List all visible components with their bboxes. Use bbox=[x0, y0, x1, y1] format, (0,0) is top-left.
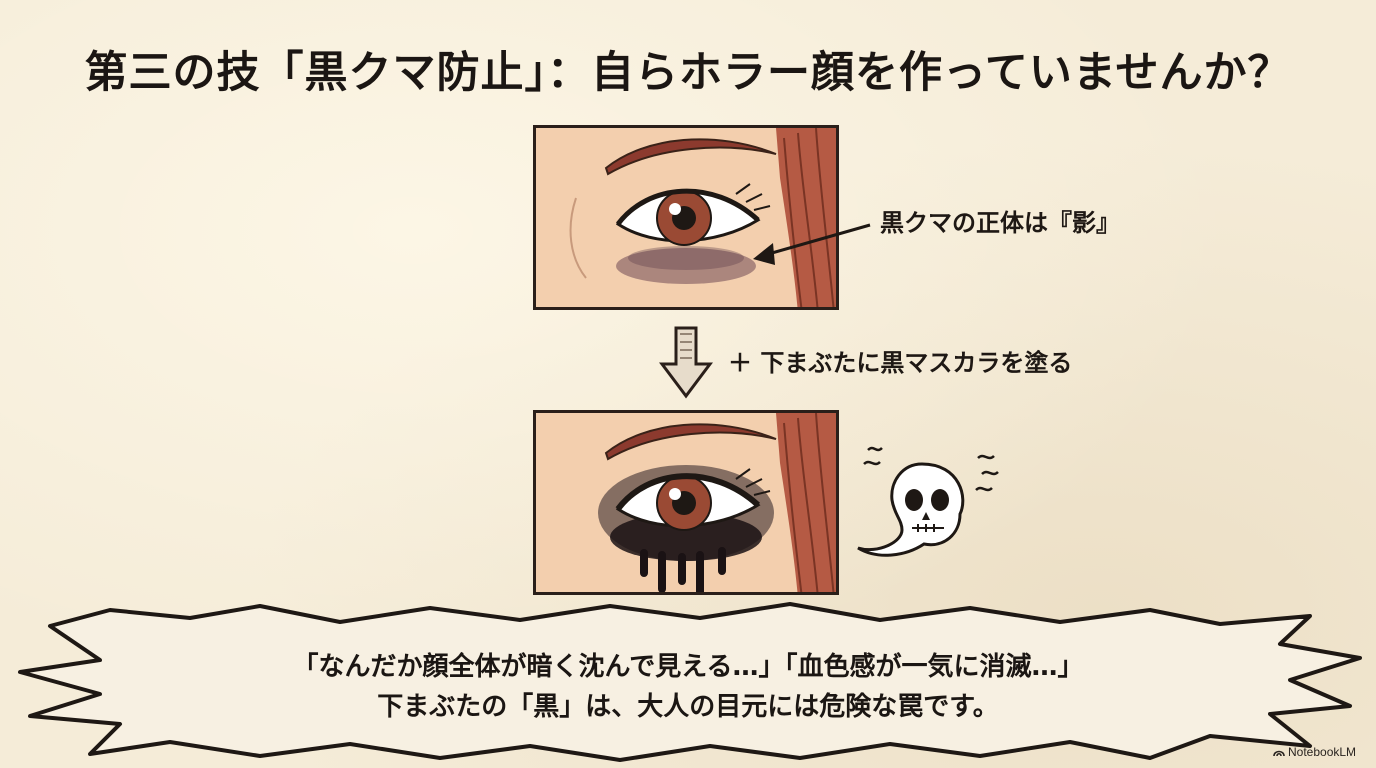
callout-text: 「なんだか顔全体が暗く沈んで見える…」「血色感が一気に消滅…」 下まぶたの「黒」… bbox=[0, 647, 1376, 727]
brand-name: NotebookLM bbox=[1288, 745, 1357, 759]
skull-ghost-icon bbox=[857, 446, 999, 557]
down-arrow-icon bbox=[659, 326, 713, 399]
callout-line-2: 下まぶたの「黒」は、大人の目元には危険な罠です。 bbox=[377, 692, 999, 722]
pointer-arrow-icon bbox=[753, 223, 871, 265]
eye-panel-before bbox=[533, 125, 839, 310]
mascara-step-label: ＋ 下まぶたに黒マスカラを塗る bbox=[728, 349, 1073, 377]
shadow-caption: 黒クマの正体は『影』 bbox=[880, 209, 1120, 237]
callout-line-1: 「なんだか顔全体が暗く沈んで見える…」「血色感が一気に消滅…」 bbox=[292, 652, 1084, 682]
callout-burst bbox=[18, 602, 1362, 762]
eye-illustration-after bbox=[536, 413, 836, 592]
eye-illustration-before bbox=[536, 128, 836, 307]
notebooklm-logo-icon bbox=[1273, 750, 1285, 757]
brand-logo: NotebookLM bbox=[1273, 745, 1356, 759]
page-title: 第三の技「黒クマ防止」：自らホラー顔を作っていませんか？ bbox=[84, 48, 1292, 98]
eye-panel-after bbox=[533, 410, 839, 595]
